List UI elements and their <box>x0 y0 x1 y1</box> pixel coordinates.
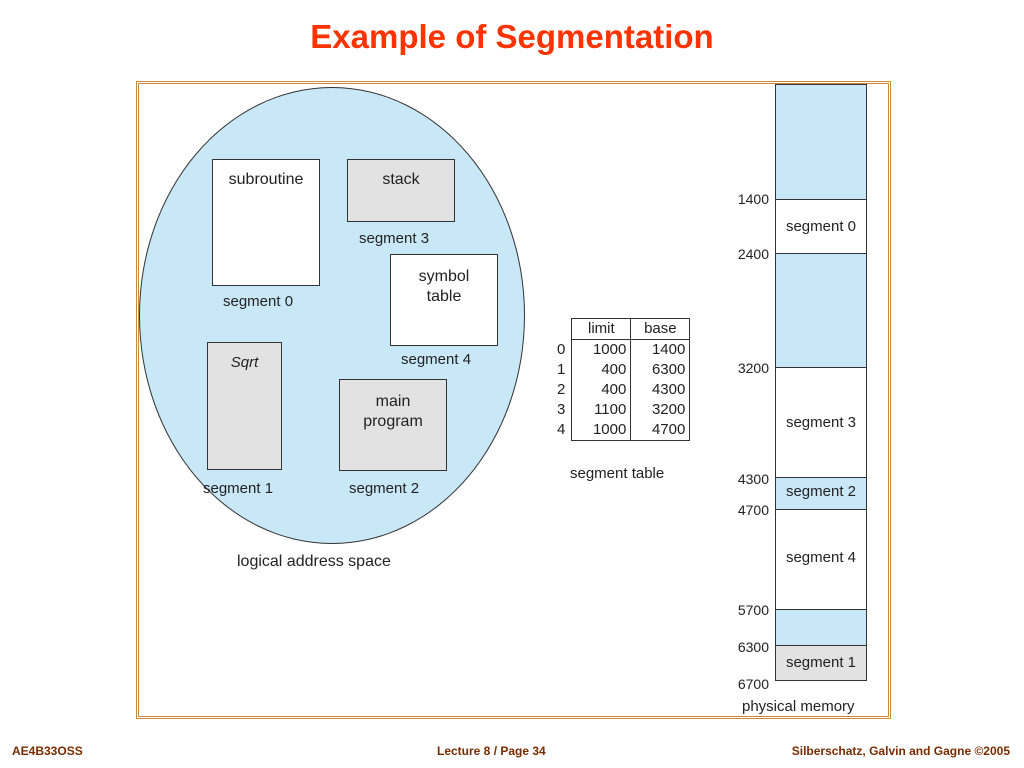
segment-table-header: limit base <box>553 318 691 340</box>
row-limit: 1000 <box>571 339 632 360</box>
footer-copyright: Silberschatz, Galvin and Gagne ©2005 <box>791 744 1010 758</box>
memory-block-label: segment 3 <box>785 414 857 431</box>
row-limit: 1000 <box>571 420 632 441</box>
segment-1-label: segment 1 <box>203 480 274 497</box>
memory-block-segment-4: segment 4 <box>775 509 867 610</box>
address-label: 6300 <box>737 639 769 655</box>
segment-4-box-text: symbol table <box>418 268 470 305</box>
table-row: 3 1100 3200 <box>553 400 691 420</box>
segment-3-label: segment 3 <box>359 230 430 247</box>
logical-address-space: subroutine segment 0 stack segment 3 sym… <box>139 87 525 544</box>
footer-page-number: Lecture 8 / Page 34 <box>437 744 546 758</box>
segment-1-box: Sqrt <box>207 342 282 470</box>
segment-4-box: symbol table <box>390 254 498 346</box>
row-limit: 1100 <box>571 400 632 420</box>
segment-0-box-text: subroutine <box>228 171 304 188</box>
address-label: 4300 <box>737 471 769 487</box>
segment-0-box: subroutine <box>212 159 320 286</box>
segment-0-label: segment 0 <box>223 293 294 310</box>
memory-block-free <box>775 84 867 200</box>
memory-block-segment-3: segment 3 <box>775 367 867 478</box>
footer-course-code: AE4B33OSS <box>12 744 83 758</box>
segment-1-box-text: Sqrt <box>230 354 259 371</box>
table-row: 0 1000 1400 <box>553 339 691 360</box>
segment-2-box: main program <box>339 379 447 471</box>
row-limit: 400 <box>571 360 632 380</box>
physical-memory-caption: physical memory <box>742 698 855 715</box>
logical-address-space-caption: logical address space <box>237 553 391 570</box>
address-label: 5700 <box>737 602 769 618</box>
memory-block-segment-2: segment 2 <box>775 477 867 510</box>
table-row: 1 400 6300 <box>553 360 691 380</box>
segment-2-box-text: main program <box>363 393 423 430</box>
row-base: 4700 <box>630 420 691 441</box>
row-limit: 400 <box>571 380 632 400</box>
address-label: 1400 <box>737 191 769 207</box>
memory-block-label: segment 0 <box>785 218 857 235</box>
memory-block-label: segment 2 <box>785 483 857 500</box>
segment-2-label: segment 2 <box>349 480 420 497</box>
memory-block-free <box>775 609 867 646</box>
row-base: 4300 <box>630 380 691 400</box>
address-label: 6700 <box>737 676 769 692</box>
memory-block-free <box>775 253 867 368</box>
segment-4-label: segment 4 <box>401 351 472 368</box>
address-label: 4700 <box>737 502 769 518</box>
memory-block-segment-1: segment 1 <box>775 645 867 681</box>
address-label: 2400 <box>737 246 769 262</box>
memory-block-label: segment 1 <box>785 654 857 671</box>
memory-block-label: segment 4 <box>785 549 857 566</box>
memory-block-segment-0: segment 0 <box>775 199 867 254</box>
physical-memory: segment 0 segment 3 segment 2 segment 4 … <box>775 84 869 681</box>
row-base: 3200 <box>630 400 691 420</box>
row-index: 3 <box>557 401 566 418</box>
row-index: 4 <box>557 421 566 439</box>
page-title: Example of Segmentation <box>310 18 714 55</box>
row-base: 6300 <box>630 360 691 380</box>
segment-table-caption: segment table <box>570 465 665 482</box>
row-index: 0 <box>557 340 566 358</box>
segment-3-box-text: stack <box>382 171 420 188</box>
limit-header: limit <box>571 318 632 340</box>
segmentation-figure: subroutine segment 0 stack segment 3 sym… <box>136 81 891 719</box>
row-index: 2 <box>557 381 566 398</box>
base-header: base <box>630 318 691 340</box>
row-base: 1400 <box>630 339 691 360</box>
row-index: 1 <box>557 361 566 378</box>
address-label: 3200 <box>737 360 769 376</box>
segment-3-box: stack <box>347 159 455 222</box>
segment-table: limit base 0 1000 1400 1 400 6300 2 400 … <box>553 318 691 441</box>
table-row: 4 1000 4700 <box>553 420 691 441</box>
table-row: 2 400 4300 <box>553 380 691 400</box>
